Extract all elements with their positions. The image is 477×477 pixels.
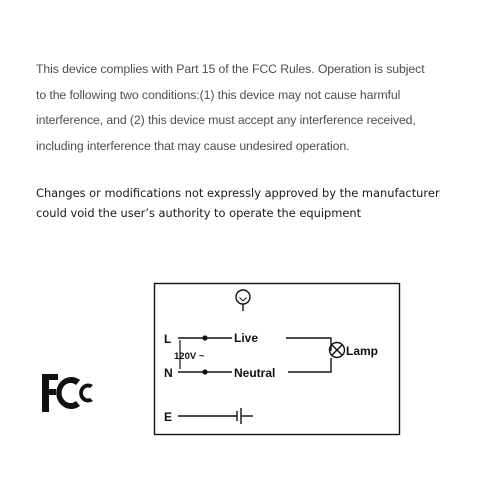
fcc-statement-line-4: including interference that may cause un… (36, 138, 350, 153)
neutral-label: Neutral (234, 366, 275, 380)
warning-line-1: Changes or modifications not expressly a… (36, 186, 440, 200)
terminal-n-label: N (164, 366, 173, 380)
warning-line-2: could void the user’s authority to opera… (36, 206, 362, 220)
live-node (202, 335, 208, 341)
ground-icon (236, 408, 253, 424)
terminal-l-label: L (164, 332, 171, 346)
fcc-statement-line-2: to the following two conditions:(1) this… (36, 87, 401, 102)
fcc-logo-icon (42, 374, 93, 412)
neutral-to-lamp-wire (288, 358, 332, 373)
lamp-label: Lamp (346, 344, 378, 358)
terminal-e-label: E (164, 410, 172, 424)
live-label: Live (234, 331, 258, 345)
lamp-icon (328, 341, 346, 359)
live-to-lamp-wire (286, 337, 332, 351)
fcc-statement-line-1: This device complies with Part 15 of the… (36, 62, 425, 76)
modification-warning: Changes or modifications not expressly a… (36, 183, 461, 223)
voltage-label: 120V ~ (174, 351, 205, 362)
fcc-compliance-statement: This device complies with Part 15 of the… (36, 57, 461, 159)
neutral-node (202, 369, 208, 375)
bulb-icon (235, 289, 251, 311)
diagram-frame (153, 282, 401, 436)
fcc-statement-line-3: interference, and (2) this device must a… (36, 113, 416, 127)
